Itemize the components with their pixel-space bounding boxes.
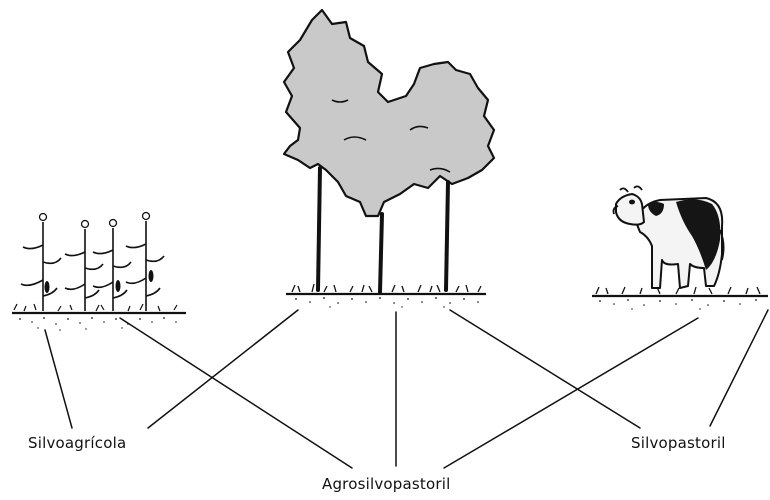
- tree-trunk: [316, 166, 450, 294]
- cow-icon: [612, 185, 725, 289]
- cow-ground: [592, 286, 768, 310]
- label-agrosilvopastoril: Agrosilvopastoril: [322, 475, 451, 493]
- crop-ground: [12, 303, 186, 331]
- connector-line: [44, 329, 73, 429]
- crop-panel: [12, 211, 186, 331]
- connector-line: [147, 309, 299, 429]
- label-silvopastoril: Silvopastoril: [631, 434, 726, 452]
- maize-plant: [92, 218, 132, 311]
- connector-line: [443, 317, 699, 469]
- connector-line: [709, 309, 769, 427]
- maize-plant: [20, 212, 62, 311]
- connector-lines: [44, 309, 769, 469]
- tree-panel: [282, 8, 496, 308]
- tree-canopy: [282, 8, 496, 218]
- maize-plant: [125, 211, 165, 311]
- maize-plant: [64, 219, 104, 311]
- cow-panel: [592, 185, 768, 310]
- label-silvoagricola: Silvoagrícola: [28, 434, 127, 452]
- connector-line: [449, 309, 641, 429]
- tree-ground: [286, 283, 486, 308]
- connector-line: [119, 317, 353, 469]
